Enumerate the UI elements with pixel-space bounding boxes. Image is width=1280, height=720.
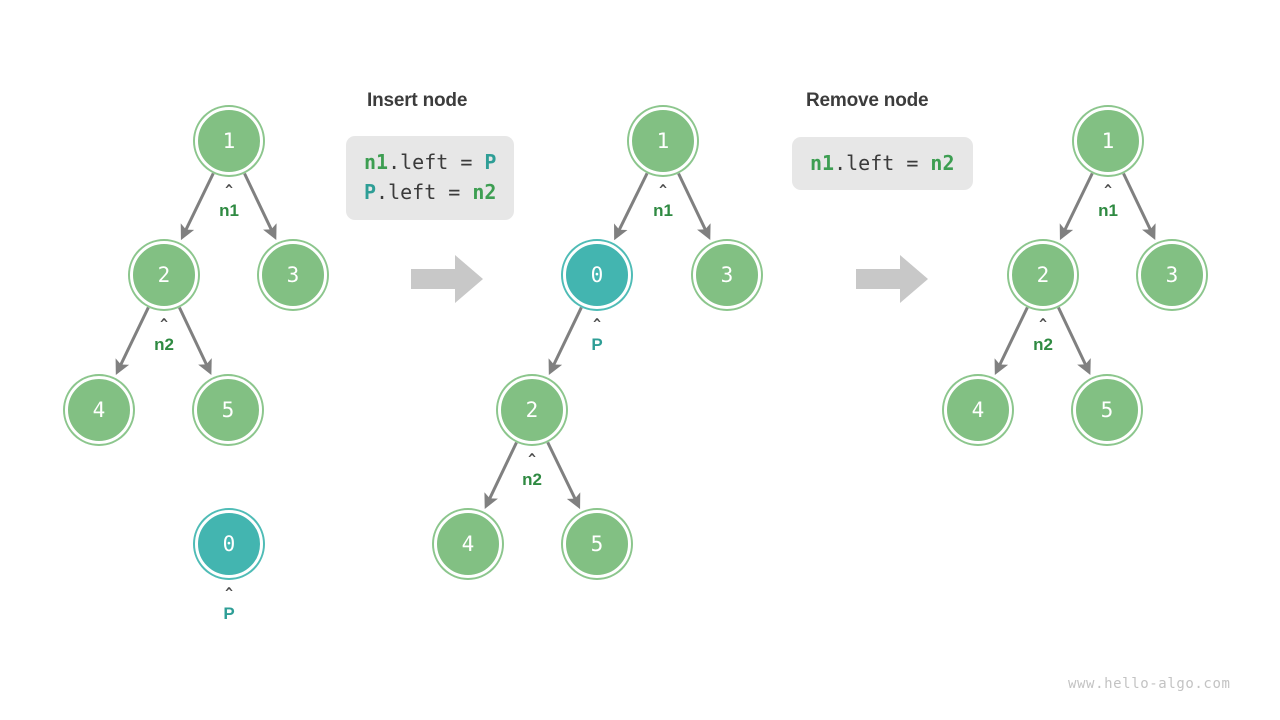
tree-node-value: 3 <box>286 262 300 287</box>
panel-title-insert: Insert node <box>367 90 468 111</box>
pointer-name: n1 <box>219 201 239 220</box>
tree-node-value: 4 <box>971 397 985 422</box>
caret-up-icon: ^ <box>1104 183 1112 198</box>
code-line: P.left = n2 <box>364 177 496 207</box>
code-box-remove: n1.left = n2 <box>792 137 973 191</box>
code-token: n2 <box>930 151 955 175</box>
pointer-name: n2 <box>154 335 174 354</box>
pointer-label-n1: ^ n1 <box>1078 183 1138 220</box>
watermark: www.hello-algo.com <box>1068 676 1231 692</box>
tree-node: 5 <box>1073 376 1141 444</box>
tree-node: 5 <box>563 510 631 578</box>
tree-node-value: 0 <box>590 262 604 287</box>
pointer-label-n2: ^ n2 <box>134 317 194 354</box>
tree-node-value: 5 <box>221 397 235 422</box>
tree-node-value: 1 <box>1101 128 1115 153</box>
code-token: n2 <box>472 180 497 205</box>
tree-node: 3 <box>259 241 327 309</box>
transition-arrow-insert <box>411 255 483 303</box>
caret-up-icon: ^ <box>225 586 233 601</box>
tree-node-value: 2 <box>525 397 539 422</box>
tree-node: 2 <box>1009 241 1077 309</box>
tree-node: 2 <box>130 241 198 309</box>
tree-node: 1 <box>195 107 263 175</box>
tree-node-value: 1 <box>222 128 236 153</box>
caret-up-icon: ^ <box>593 317 601 332</box>
caret-up-icon: ^ <box>1039 317 1047 332</box>
tree-node-value: 4 <box>461 531 475 556</box>
pointer-label-n2: ^ n2 <box>502 452 562 489</box>
tree-node: 1 <box>629 107 697 175</box>
tree-node: 4 <box>434 510 502 578</box>
tree-node: 4 <box>65 376 133 444</box>
pointer-label-n1: ^ n1 <box>199 183 259 220</box>
pointer-label-n2: ^ n2 <box>1013 317 1073 354</box>
code-token: n1 <box>810 151 835 175</box>
right-arrow-icon <box>411 255 483 303</box>
transition-arrow-remove <box>856 255 928 303</box>
pointer-label-p: ^P <box>199 586 259 623</box>
code-token: n1 <box>364 150 389 174</box>
caret-up-icon: ^ <box>528 452 536 467</box>
code-line: n1.left = n2 <box>810 148 955 178</box>
tree-node-value: 5 <box>590 531 604 556</box>
tree-node-value: 3 <box>1165 262 1179 287</box>
pointer-label-n1: ^ n1 <box>633 183 693 220</box>
tree-node: 4 <box>944 376 1012 444</box>
tree-node: 3 <box>693 241 761 309</box>
pointer-name: n2 <box>1033 335 1053 354</box>
pointer-name: P <box>591 335 603 354</box>
tree-node: 3 <box>1138 241 1206 309</box>
pointer-name: P <box>223 604 235 623</box>
tree-node: 0 <box>195 510 263 578</box>
tree-node: 0 <box>563 241 631 309</box>
tree-node: 2 <box>498 376 566 444</box>
tree-node-value: 1 <box>656 128 670 153</box>
tree-node: 1 <box>1074 107 1142 175</box>
tree-node-value: 2 <box>157 262 171 287</box>
panel-title-remove: Remove node <box>806 90 929 111</box>
caret-up-icon: ^ <box>160 317 168 332</box>
tree-node-value: 4 <box>92 397 106 422</box>
pointer-name: n2 <box>522 470 542 489</box>
pointer-label-p: ^P <box>567 317 627 354</box>
tree-node-value: 3 <box>720 262 734 287</box>
code-line: n1.left = P <box>364 147 496 177</box>
code-token: .left = <box>388 150 485 174</box>
tree-node-value: 2 <box>1036 262 1050 287</box>
pointer-name: n1 <box>653 201 673 220</box>
pointer-name: n1 <box>1098 201 1118 220</box>
code-token: .left = <box>376 180 473 205</box>
code-token: .left = <box>834 151 931 175</box>
tree-node: 5 <box>194 376 262 444</box>
tree-node-value: 0 <box>222 531 236 556</box>
tree-node-value: 5 <box>1100 397 1114 422</box>
caret-up-icon: ^ <box>659 183 667 198</box>
caret-up-icon: ^ <box>225 183 233 198</box>
right-arrow-icon <box>856 255 928 303</box>
code-token: P <box>364 180 377 205</box>
code-token: P <box>484 150 497 174</box>
